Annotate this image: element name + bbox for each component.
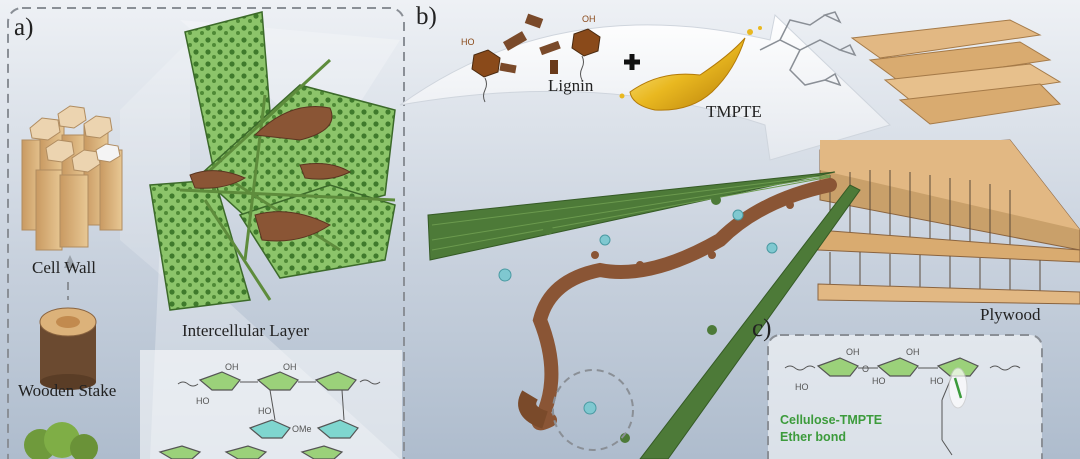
chem-label-c-ho-1: HO bbox=[795, 382, 809, 392]
cell-wall-label: Cell Wall bbox=[32, 258, 96, 277]
lignin-molecules bbox=[471, 13, 601, 103]
bond-label-line2: Ether bond bbox=[780, 430, 846, 444]
lignin-flakes bbox=[189, 106, 352, 242]
wooden-stake bbox=[39, 255, 97, 390]
chem-label-a-ho-1: HO bbox=[196, 396, 210, 406]
chem-label-a-ho-2: HO bbox=[258, 406, 272, 416]
panel-c-chem-structure bbox=[784, 357, 1021, 456]
bond-label-line1: Cellulose-TMPTE bbox=[780, 413, 883, 427]
lignin-strand bbox=[518, 178, 837, 431]
chem-label-HO-lignin-1: HO bbox=[461, 37, 475, 47]
panel-c-letter: c) bbox=[752, 315, 772, 342]
plywood-label: Plywood bbox=[980, 305, 1041, 324]
chem-label-a-oh-2: OH bbox=[283, 362, 297, 372]
cell-wall-honeycomb bbox=[21, 105, 123, 251]
chem-label-c-ho-3: HO bbox=[930, 376, 944, 386]
panel-a-chem-inset bbox=[140, 350, 402, 459]
panel-a-letter: a) bbox=[14, 14, 34, 41]
plywood-boards-stack bbox=[850, 19, 1062, 125]
intercellular-layer-label: Intercellular Layer bbox=[182, 321, 309, 340]
lignin-label: Lignin bbox=[548, 76, 594, 95]
tmpte-crosslinks bbox=[498, 209, 778, 415]
panel-b-letter: b) bbox=[416, 3, 437, 30]
chem-label-c-oh-2: OH bbox=[906, 347, 920, 357]
wooden-stake-label: Wooden Stake bbox=[18, 381, 117, 400]
tmpte-oil-splash bbox=[619, 26, 762, 111]
chem-label-OH-lignin-2: OH bbox=[582, 14, 596, 24]
panel-a-border bbox=[7, 7, 405, 459]
chem-label-c-oh-1: OH bbox=[846, 347, 860, 357]
chem-label-a-oh-1: OH bbox=[225, 362, 239, 372]
plywood-assembly bbox=[817, 139, 1080, 305]
plus-symbol bbox=[624, 54, 640, 70]
chem-label-a-ome: OMe bbox=[292, 424, 312, 434]
cellulose-fibers bbox=[427, 171, 861, 459]
chem-label-c-ho-2: HO bbox=[872, 376, 886, 386]
tmpte-molecule bbox=[759, 11, 857, 87]
tree-foliage bbox=[24, 422, 98, 459]
fiber-knobs bbox=[543, 195, 721, 443]
tmpte-label: TMPTE bbox=[706, 102, 762, 121]
zoom-circle bbox=[552, 369, 634, 451]
chem-label-c-o-1: O bbox=[862, 364, 869, 374]
